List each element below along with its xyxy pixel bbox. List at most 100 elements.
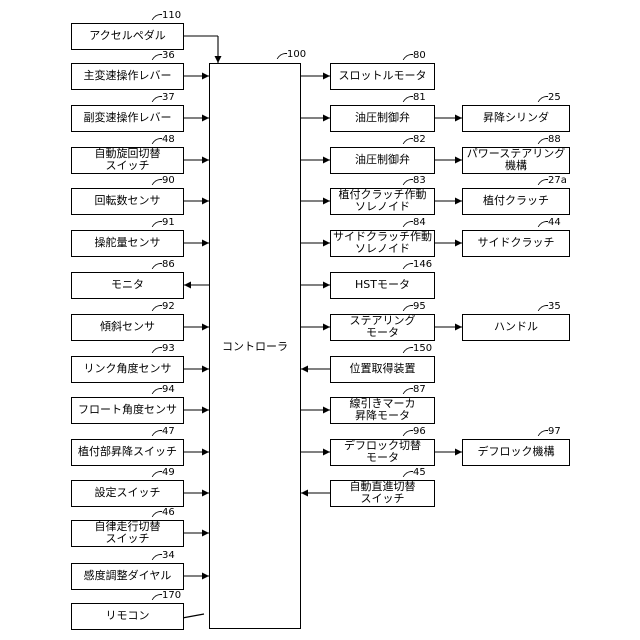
straight-switch-arrow-icon — [301, 490, 308, 497]
hyd-valve-2-ref: 82 — [413, 135, 426, 145]
diff-lock-motor-box: デフロック切替 モータ — [330, 439, 435, 466]
steer-sensor-ref: 91 — [162, 218, 175, 228]
plant-clutch-ref: 27a — [548, 176, 567, 186]
auto-drive-switch-arrow-icon — [202, 530, 209, 537]
controller-box: コントローラ — [209, 63, 301, 629]
link-sensor-box: リンク角度センサ — [71, 356, 184, 383]
setting-switch-box: 設定スイッチ — [71, 480, 184, 507]
side-clutch-sol-label: サイドクラッチ作動 ソレノイド — [333, 231, 432, 255]
handle-ref: 35 — [548, 302, 561, 312]
float-sensor-arrow-icon — [202, 407, 209, 414]
sensitivity-dial-label: 感度調整ダイヤル — [84, 570, 172, 582]
auto-turn-box: 自動旋回切替 スイッチ — [71, 147, 184, 174]
accel-label: アクセルペダル — [89, 30, 165, 42]
monitor-label: モニタ — [111, 279, 144, 291]
diff-lock-box: デフロック機構 — [462, 439, 570, 466]
auto-turn-ref: 48 — [162, 135, 175, 145]
marker-motor-ref: 87 — [413, 385, 426, 395]
steer-sensor-label: 操舵量センサ — [95, 237, 161, 249]
lift-cylinder-ref: 25 — [548, 93, 561, 103]
plant-clutch-sol-box: 植付クラッチ作動 ソレノイド — [330, 188, 435, 215]
main-shift-arrow-icon — [202, 73, 209, 80]
rpm-sensor-arrow-icon — [202, 198, 209, 205]
main-shift-box: 主変速操作レバー — [71, 63, 184, 90]
diff-lock-label: デフロック機構 — [478, 446, 555, 458]
hyd-valve-1-arrow-icon — [323, 115, 330, 122]
side-clutch-label: サイドクラッチ — [478, 237, 555, 249]
plant-lift-switch-arrow-icon — [202, 449, 209, 456]
side-clutch-sol-arrow-icon — [323, 240, 330, 247]
straight-switch-ref: 45 — [413, 468, 426, 478]
lift-cylinder-box: 昇降シリンダ — [462, 105, 570, 132]
steering-motor-ref: 95 — [413, 302, 426, 312]
hyd-valve-1-ref: 81 — [413, 93, 426, 103]
main-shift-ref: 36 — [162, 51, 175, 61]
steering-motor-arrow-icon — [323, 324, 330, 331]
monitor-arrow-icon — [184, 282, 191, 289]
lift-cylinder-label: 昇降シリンダ — [483, 112, 549, 124]
float-sensor-box: フロート角度センサ — [71, 397, 184, 424]
auto-drive-switch-ref: 46 — [162, 508, 175, 518]
marker-motor-box: 線引きマーカ 昇降モータ — [330, 397, 435, 424]
sensitivity-dial-ref: 34 — [162, 551, 175, 561]
steer-sensor-box: 操舵量センサ — [71, 230, 184, 257]
sub-shift-arrow-icon — [202, 115, 209, 122]
diff-lock-motor-arrow-icon — [323, 449, 330, 456]
plant-clutch-box: 植付クラッチ — [462, 188, 570, 215]
remote-label: リモコン — [106, 610, 150, 622]
plant-clutch-arrow-icon — [455, 198, 462, 205]
controller-label: コントローラ — [222, 338, 288, 354]
marker-motor-arrow-icon — [323, 407, 330, 414]
straight-switch-box: 自動直進切替 スイッチ — [330, 480, 435, 507]
tilt-sensor-arrow-icon — [202, 324, 209, 331]
setting-switch-ref: 49 — [162, 468, 175, 478]
plant-lift-switch-box: 植付部昇降スイッチ — [71, 439, 184, 466]
rpm-sensor-ref: 90 — [162, 176, 175, 186]
diff-lock-motor-label: デフロック切替 モータ — [344, 440, 421, 464]
plant-clutch-sol-arrow-icon — [323, 198, 330, 205]
hst-motor-label: HSTモータ — [355, 279, 410, 291]
accel-box: アクセルペダル — [71, 23, 184, 50]
main-shift-label: 主変速操作レバー — [84, 70, 172, 82]
handle-arrow-icon — [455, 324, 462, 331]
side-clutch-sol-ref: 84 — [413, 218, 426, 228]
auto-drive-switch-box: 自律走行切替 スイッチ — [71, 520, 184, 547]
hst-motor-ref: 146 — [413, 260, 432, 270]
sensitivity-dial-box: 感度調整ダイヤル — [71, 563, 184, 590]
tilt-sensor-ref: 92 — [162, 302, 175, 312]
lift-cylinder-arrow-icon — [455, 115, 462, 122]
hyd-valve-2-arrow-icon — [323, 157, 330, 164]
throttle-motor-arrow-icon — [323, 73, 330, 80]
throttle-motor-ref: 80 — [413, 51, 426, 61]
position-device-arrow-icon — [301, 366, 308, 373]
steering-motor-box: ステアリング モータ — [330, 314, 435, 341]
rpm-sensor-label: 回転数センサ — [95, 195, 161, 207]
side-clutch-ref: 44 — [548, 218, 561, 228]
rpm-sensor-box: 回転数センサ — [71, 188, 184, 215]
handle-box: ハンドル — [462, 314, 570, 341]
hyd-valve-1-label: 油圧制御弁 — [355, 112, 410, 124]
steering-motor-label: ステアリング モータ — [350, 315, 416, 339]
diff-lock-motor-ref: 96 — [413, 427, 426, 437]
power-steering-arrow-icon — [455, 157, 462, 164]
remote-ref: 170 — [162, 591, 181, 601]
plant-clutch-sol-ref: 83 — [413, 176, 426, 186]
position-device-ref: 150 — [413, 344, 432, 354]
controller-ref: 100 — [287, 50, 306, 60]
diff-lock-ref: 97 — [548, 427, 561, 437]
plant-lift-switch-label: 植付部昇降スイッチ — [78, 446, 177, 458]
hyd-valve-2-box: 油圧制御弁 — [330, 147, 435, 174]
remote-box: リモコン — [71, 603, 184, 630]
monitor-ref: 86 — [162, 260, 175, 270]
side-clutch-box: サイドクラッチ — [462, 230, 570, 257]
power-steering-ref: 88 — [548, 135, 561, 145]
accel-arrow-icon — [215, 56, 222, 63]
auto-drive-switch-label: 自律走行切替 スイッチ — [95, 521, 161, 545]
handle-label: ハンドル — [494, 321, 538, 333]
throttle-motor-label: スロットルモータ — [339, 70, 427, 82]
link-sensor-label: リンク角度センサ — [84, 363, 172, 375]
link-sensor-arrow-icon — [202, 366, 209, 373]
float-sensor-label: フロート角度センサ — [78, 404, 177, 416]
diff-lock-arrow-icon — [455, 449, 462, 456]
sub-shift-box: 副変速操作レバー — [71, 105, 184, 132]
